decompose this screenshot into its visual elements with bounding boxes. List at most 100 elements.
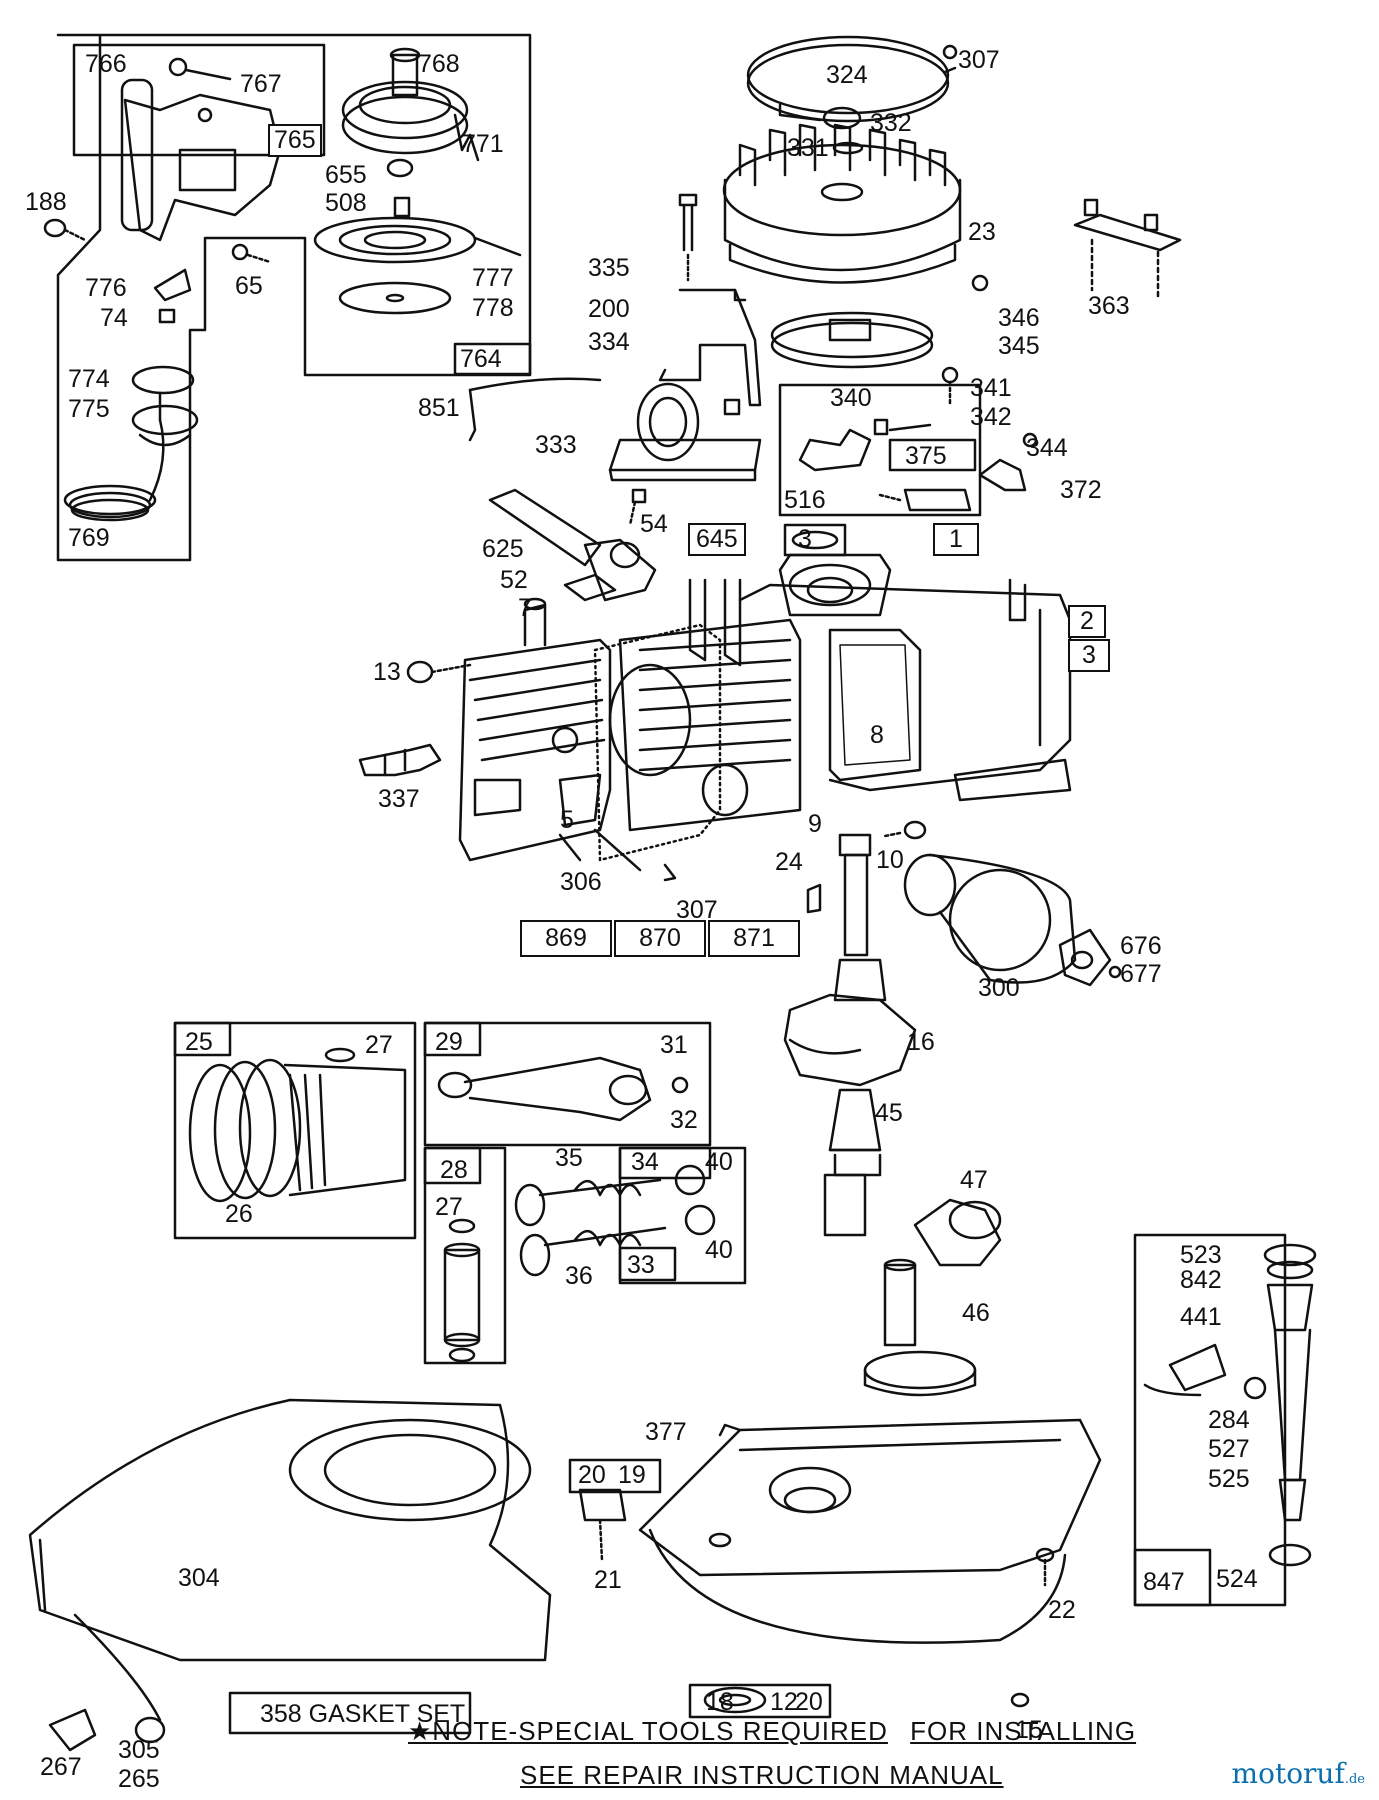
piston-box [173,1021,417,1240]
part-label-337: 337 [378,785,420,813]
part-label-766: 766 [85,50,127,78]
part-label-334: 334 [588,328,630,356]
small-hardware-left [43,218,272,324]
part-label-200: 200 [588,295,630,323]
part-label-523: 523 [1180,1241,1222,1269]
part-label-524: 524 [1216,1565,1258,1593]
part-label-771: 771 [462,130,504,158]
part-label-625: 625 [482,535,524,563]
special-tools-note: ★NOTE-SPECIAL TOOLS REQUIRED FOR INSTALL… [408,1716,1136,1747]
part-label-331: 331 [787,134,829,162]
breather-assembly-bolt [883,820,927,840]
part-label-8: 8 [870,721,884,749]
part-label-778: 778 [472,294,514,322]
part-label-645: 645 [688,523,746,556]
part-label-16: 16 [907,1028,935,1056]
part-label-777: 777 [472,264,514,292]
gasket-set-box [228,1691,472,1735]
part-label-13: 13 [373,658,401,686]
part-label-335: 335 [588,254,630,282]
part-label-21: 21 [594,1566,622,1594]
part-label-265: 265 [118,1765,160,1793]
spark-plug [358,743,442,777]
breather-tube [488,488,657,602]
part-label-26: 26 [225,1200,253,1228]
starter-handle-rope [63,365,199,522]
part-label-375: 375 [905,442,947,470]
part-label-36: 36 [565,1262,593,1290]
flywheel [722,106,962,284]
part-label-345: 345 [998,332,1040,360]
part-label-188: 188 [25,188,67,216]
part-label-15: 15 [1015,1716,1043,1744]
part-label-340: 340 [830,384,872,412]
part-label-35: 35 [555,1144,583,1172]
part-label-31: 31 [660,1031,688,1059]
part-label-40-top: 40 [705,1148,733,1176]
crankcase-cover [578,1418,1102,1714]
part-label-341: 341 [970,374,1012,402]
part-label-33: 33 [627,1251,655,1279]
blower-housing [28,1398,552,1752]
part-label-676: 676 [1120,932,1162,960]
part-label-306: 306 [560,868,602,896]
part-label-24: 24 [775,848,803,876]
camshaft [863,1258,977,1397]
engine-block [688,523,1072,802]
part-label-346: 346 [998,304,1040,332]
part-label-22: 22 [1048,1596,1076,1624]
part-label-765: 765 [268,124,322,157]
part-label-776: 776 [85,274,127,302]
part-label-54: 54 [640,510,668,538]
part-label-324: 324 [826,61,868,89]
rotating-screen [746,35,958,123]
part-label-gasket-set: 358 GASKET SET [260,1700,466,1728]
part-label-775: 775 [68,395,110,423]
wrist-pin-box [423,1146,507,1365]
part-label-34: 34 [631,1148,659,1176]
part-label-74: 74 [100,304,128,332]
part-label-304: 304 [178,1564,220,1592]
connecting-rod-box [423,1021,712,1147]
oil-fill-box [1133,1233,1317,1607]
flywheel-cam [770,274,989,369]
part-label-52: 52 [500,566,528,594]
crankshaft [783,833,917,1237]
note-line2: SEE REPAIR INSTRUCTION MANUAL [520,1760,1004,1790]
part-label-3-box: 3 [1068,639,1110,672]
part-label-7: 7 [518,594,532,622]
governor-gear-47 [913,1198,1002,1267]
part-label-307-top: 307 [958,46,1000,74]
part-label-5: 5 [560,806,574,834]
part-label-25: 25 [185,1028,213,1056]
part-label-19: 19 [618,1461,646,1489]
part-label-27-pin: 27 [435,1193,463,1221]
cylinder-fins [618,618,802,832]
part-label-46: 46 [962,1299,990,1327]
part-label-441: 441 [1180,1303,1222,1331]
part-label-677: 677 [1120,960,1162,988]
part-label-847: 847 [1143,1568,1185,1596]
part-label-27-piston: 27 [365,1031,393,1059]
part-label-284: 284 [1208,1406,1250,1434]
part-label-47: 47 [960,1166,988,1194]
part-label-842: 842 [1180,1266,1222,1294]
starter-housing [120,57,282,242]
part-label-764: 764 [460,345,502,373]
air-cleaner-300 [903,853,1122,987]
part-label-363: 363 [1088,292,1130,320]
cylinder-head [458,597,612,862]
starter-spring-and-cup [313,158,522,315]
boxes-18-19-20 [568,1458,832,1719]
part-label-45: 45 [875,1099,903,1127]
part-label-851: 851 [418,394,460,422]
note-line1-b: FOR INSTALLING [910,1716,1137,1746]
part-label-768: 768 [418,50,460,78]
part-label-525: 525 [1208,1465,1250,1493]
valves [514,1146,747,1285]
part-label-769: 769 [68,524,110,552]
part-label-10: 10 [876,846,904,874]
part-label-29: 29 [435,1028,463,1056]
part-label-508: 508 [325,189,367,217]
